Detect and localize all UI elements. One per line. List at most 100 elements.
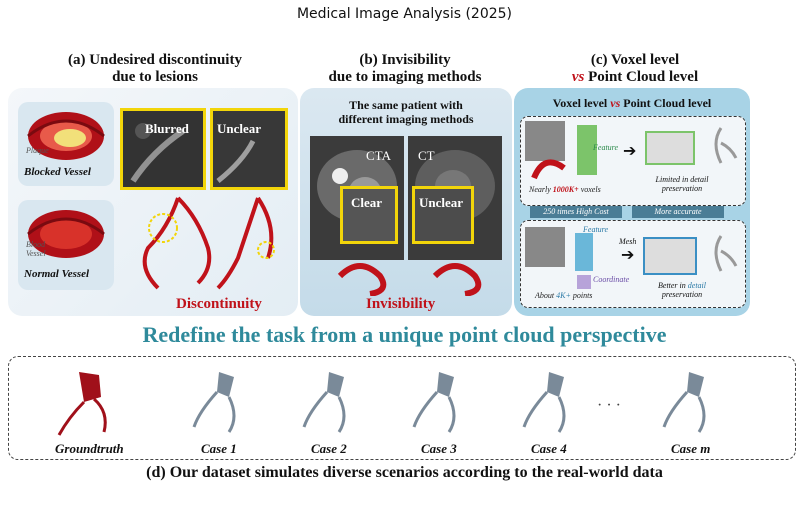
panel-b-title-line2: due to imaging methods — [328, 69, 482, 85]
panel-a-title: (a) Undesired discontinuity due to lesio… — [30, 52, 280, 86]
blood-vessel-label: Blood Vessel — [26, 240, 46, 258]
arrow-icon: ➔ — [623, 143, 637, 160]
unclear-label-b: Unclear — [419, 195, 464, 210]
blood-vessel-label-line1: Blood — [26, 240, 46, 249]
better-detail-label: Better in detail preservation — [647, 281, 717, 299]
panel-c-title: (c) Voxel level vs Point Cloud level — [520, 52, 750, 86]
panel-b: The same patient with different imaging … — [300, 88, 512, 316]
vessel-tree-discontinuity — [142, 196, 275, 290]
case-m-vessel — [662, 372, 706, 433]
point-feature-label: Feature — [583, 225, 609, 234]
panel-a-title-line2: due to lesions — [112, 69, 198, 85]
panel-c-title-line2: Point Cloud level — [588, 69, 699, 85]
blocked-vessel-card: Plaque Blocked Vessel — [18, 102, 114, 186]
page-header: Medical Image Analysis (2025) — [296, 6, 513, 22]
case-label-3: Case 3 — [421, 441, 457, 456]
panel-a: Plaque Blocked Vessel Blood Vessel Norma… — [8, 88, 298, 316]
point-cloud-level-box: Feature Coordinate Mesh ➔ About 4K+ poin… — [520, 220, 746, 308]
panel-b-subtitle: The same patient with different imaging … — [300, 98, 512, 126]
point-ct-thumbnail — [525, 227, 565, 267]
voxel-level-box: Feature ➔ Nearly 1000K+ voxels Limited i… — [520, 116, 746, 206]
case-2-vessel — [302, 372, 346, 433]
ellipsis: · · · — [597, 397, 621, 414]
panel-c-title-vs: vs — [571, 69, 585, 85]
panel-c-header-vs: vs — [610, 96, 621, 110]
voxel-vessel-thumbnail — [531, 159, 566, 180]
panel-c-header-point: Point Cloud level — [623, 96, 712, 110]
panel-b-title-line1: (b) Invisibility — [359, 52, 451, 68]
blocked-vessel-illustration — [27, 112, 105, 160]
case-label-groundtruth: Groundtruth — [55, 441, 124, 456]
point-count-label: About 4K+ points — [535, 291, 592, 300]
groundtruth-vessel — [57, 372, 107, 436]
point-output-thumbnail — [643, 237, 697, 275]
better-detail-word: detail — [687, 281, 706, 290]
normal-vessel-label: Normal Vessel — [24, 268, 90, 280]
case-label-m: Case m — [671, 441, 711, 456]
case-label-2: Case 2 — [311, 441, 347, 456]
voxel-output-thumbnail — [645, 131, 695, 165]
cta-scan: CTA Clear — [310, 136, 404, 260]
high-cost-bar: 250 times High Cost — [530, 206, 622, 218]
limited-detail-label: Limited in detail preservation — [647, 175, 717, 193]
panel-b-subtitle-line2: different imaging methods — [338, 112, 474, 126]
point-count-prefix: About — [535, 291, 557, 300]
panel-c: Voxel level vs Point Cloud level Feature… — [514, 88, 750, 316]
point-count-value: 4K+ — [556, 291, 571, 300]
voxel-count-value: 1000K+ — [552, 185, 579, 194]
blood-vessel-label-line2: Vessel — [26, 249, 46, 258]
vessel-trees-invisibility — [337, 263, 482, 296]
point-output-vessel — [714, 235, 738, 272]
case-1-vessel — [192, 372, 236, 433]
ct-crop-blurred-texture — [123, 111, 203, 187]
ct-crop-unclear-texture — [213, 111, 285, 187]
normal-vessel-illustration — [27, 210, 105, 258]
point-count-unit: points — [570, 291, 593, 300]
case-label-4: Case 4 — [531, 441, 567, 456]
arrow-icon: ➔ — [621, 247, 635, 264]
clear-label: Clear — [351, 195, 383, 210]
unclear-crop: Unclear — [412, 186, 474, 244]
panel-c-title-line1: (c) Voxel level — [590, 52, 680, 68]
clear-crop: Clear — [340, 186, 398, 244]
case-4-vessel — [522, 372, 566, 433]
point-feature-block — [575, 233, 593, 271]
voxel-feature-block — [577, 125, 597, 175]
panel-c-header: Voxel level vs Point Cloud level — [514, 96, 750, 111]
panel-b-title: (b) Invisibility due to imaging methods — [300, 52, 510, 86]
voxel-count-label: Nearly 1000K+ voxels — [529, 185, 601, 194]
plaque-label: Plaque — [26, 146, 49, 155]
better-detail-line2: preservation — [661, 290, 703, 299]
panel-a-title-line1: (a) Undesired discontinuity — [68, 52, 242, 68]
panel-c-header-voxel: Voxel level — [552, 96, 608, 110]
normal-vessel-card: Blood Vessel Normal Vessel — [18, 200, 114, 290]
redefine-banner: Redefine the task from a unique point cl… — [142, 322, 667, 347]
blurred-label: Blurred — [145, 121, 189, 136]
ct-crop-unclear: Unclear — [210, 108, 288, 190]
cta-label: CTA — [366, 148, 391, 163]
limited-detail-line2: preservation — [661, 184, 703, 193]
voxel-ct-thumbnail — [525, 121, 565, 161]
unclear-label-a: Unclear — [217, 121, 262, 136]
mesh-label: Mesh — [619, 237, 637, 246]
voxel-count-prefix: Nearly — [529, 185, 553, 194]
better-detail-prefix: Better in — [658, 281, 688, 290]
panel-d-caption: (d) Our dataset simulates diverse scenar… — [146, 464, 663, 481]
ct-scan: CT Unclear — [408, 136, 502, 260]
ct-label: CT — [418, 148, 435, 163]
panel-b-subtitle-line1: The same patient with — [349, 98, 463, 112]
voxel-output-vessel — [714, 127, 738, 164]
ct-crop-blurred: Blurred — [120, 108, 206, 190]
coordinate-label: Coordinate — [593, 275, 630, 284]
case-3-vessel — [412, 372, 456, 433]
panel-d: · · · Groundtruth Case 1 Case 2 Case 3 C… — [8, 356, 796, 460]
invisibility-label: Invisibility — [366, 296, 436, 312]
case-label-1: Case 1 — [201, 441, 237, 456]
voxel-count-unit: voxels — [578, 185, 601, 194]
discontinuity-label: Discontinuity — [176, 296, 262, 312]
limited-detail-line1: Limited in detail — [655, 175, 709, 184]
blocked-vessel-label: Blocked Vessel — [24, 166, 91, 178]
coordinate-block — [577, 275, 591, 289]
more-accurate-bar: More accurate — [632, 206, 724, 218]
voxel-feature-label: Feature — [593, 143, 619, 152]
